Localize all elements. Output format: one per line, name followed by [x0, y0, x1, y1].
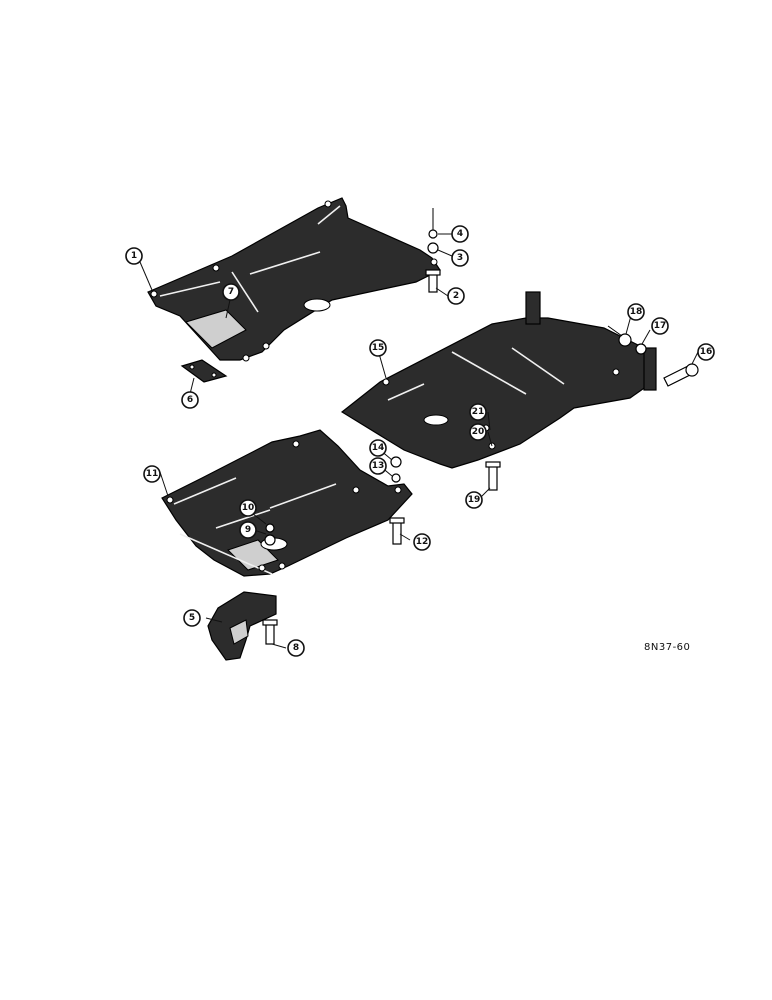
svg-text:4: 4 — [457, 229, 463, 239]
left-footplate-panel — [147, 197, 441, 362]
small-plate-part — [180, 359, 228, 383]
callout-8: 8 — [287, 639, 305, 657]
callout-15: 15 — [369, 339, 387, 357]
callout-12: 12 — [413, 533, 431, 551]
callout-14: 14 — [369, 439, 387, 457]
callout-11: 11 — [143, 465, 161, 483]
step-bracket-part — [207, 591, 278, 661]
callout-10: 10 — [239, 499, 257, 517]
svg-text:12: 12 — [416, 537, 429, 547]
svg-text:15: 15 — [372, 343, 385, 353]
svg-text:2: 2 — [453, 291, 459, 301]
right-floor-panel — [340, 291, 657, 469]
left-panel-bolt-hardware — [425, 208, 441, 293]
svg-text:5: 5 — [189, 613, 195, 623]
svg-text:1: 1 — [131, 251, 137, 261]
svg-text:10: 10 — [242, 503, 255, 513]
callout-21: 21 — [469, 403, 487, 421]
callout-1: 1 — [125, 247, 143, 265]
lower-footplate-panel — [161, 429, 413, 577]
svg-text:16: 16 — [700, 347, 713, 357]
svg-text:9: 9 — [245, 525, 251, 535]
callout-18: 18 — [627, 303, 645, 321]
lower-panel-bolt-hardware — [264, 456, 405, 546]
callout-5: 5 — [183, 609, 201, 627]
callout-3: 3 — [451, 249, 469, 267]
svg-text:6: 6 — [187, 395, 193, 405]
callout-6: 6 — [181, 391, 199, 409]
reference-code: 8N37-60 — [644, 642, 690, 653]
svg-text:14: 14 — [372, 443, 385, 453]
callout-17: 17 — [651, 317, 669, 335]
svg-text:11: 11 — [146, 469, 159, 479]
svg-text:19: 19 — [468, 495, 481, 505]
callout-13: 13 — [369, 457, 387, 475]
svg-text:21: 21 — [472, 407, 485, 417]
callout-20: 20 — [469, 423, 487, 441]
callout-16: 16 — [697, 343, 715, 361]
svg-text:18: 18 — [630, 307, 643, 317]
svg-text:17: 17 — [654, 321, 667, 331]
callout-9: 9 — [239, 521, 257, 539]
right-panel-bolt-hardware — [485, 325, 699, 491]
svg-text:20: 20 — [472, 427, 485, 437]
callout-7: 7 — [222, 283, 240, 301]
callout-19: 19 — [465, 491, 483, 509]
callout-2: 2 — [447, 287, 465, 305]
svg-text:3: 3 — [457, 253, 463, 263]
svg-text:8: 8 — [293, 643, 299, 653]
callout-4: 4 — [451, 225, 469, 243]
svg-text:13: 13 — [372, 461, 385, 471]
svg-text:7: 7 — [228, 287, 234, 297]
